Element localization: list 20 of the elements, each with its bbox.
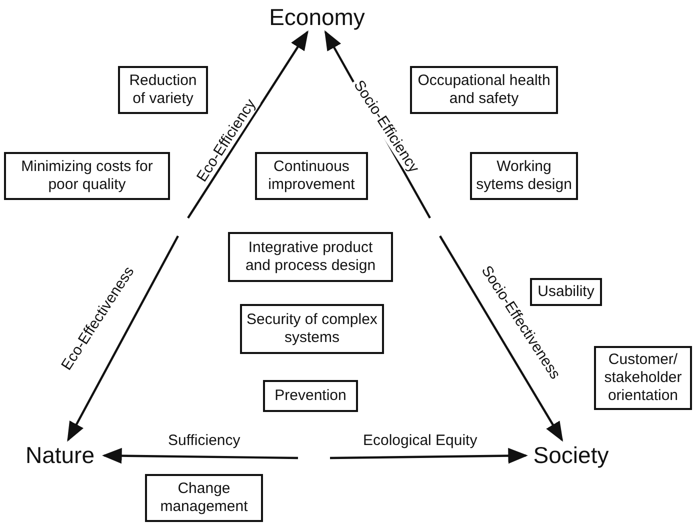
- text-box: Change management: [145, 474, 263, 522]
- edge-label: Ecological Equity: [361, 432, 480, 448]
- text-box: Security of complex systems: [240, 304, 384, 354]
- arrow: [439, 235, 564, 442]
- edge-label: Sufficiency: [166, 432, 242, 448]
- arrow: [330, 448, 528, 464]
- node-label: Society: [526, 440, 616, 470]
- text-box: Reduction of variety: [118, 66, 208, 114]
- text-box: Working sytems design: [470, 152, 578, 200]
- node-label: Nature: [16, 440, 104, 470]
- arrow: [187, 30, 308, 219]
- text-box: Occupational health and safety: [410, 66, 558, 114]
- arrow: [102, 448, 298, 464]
- text-box: Prevention: [263, 380, 358, 412]
- arrow: [67, 235, 179, 442]
- text-box: Customer/ stakeholder orientation: [594, 346, 692, 410]
- text-box: Continuous improvement: [255, 152, 368, 200]
- text-box: Integrative product and process design: [228, 232, 393, 282]
- text-box: Minimizing costs for poor quality: [4, 152, 170, 200]
- node-label: Economy: [262, 2, 372, 32]
